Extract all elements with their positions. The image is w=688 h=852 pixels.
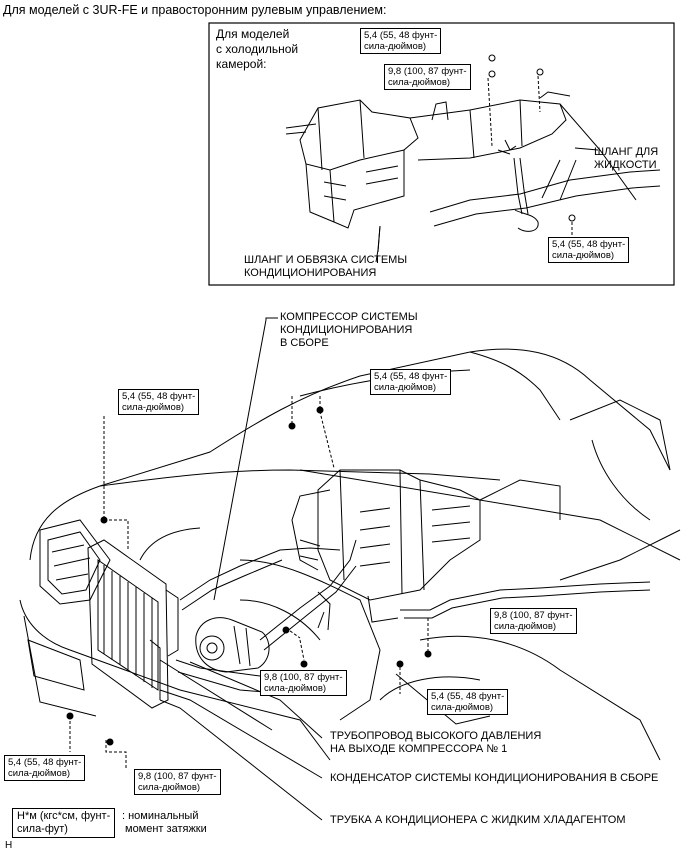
inset-frame: [208, 22, 675, 286]
hvac-unit-drawing: [291, 469, 651, 631]
callout-line: ЖИДКОСТИ: [594, 159, 657, 171]
torque-unit: сила-дюймов): [374, 382, 437, 393]
torque-spec-box: 5,4 (55, 48 фунт- сила-дюймов): [4, 755, 86, 781]
torque-unit: сила-дюймов): [552, 250, 615, 261]
callout-line: В СБОРЕ: [280, 337, 329, 349]
legend-unit-line: сила-фут): [17, 823, 68, 835]
inset-title-line: камерой:: [216, 57, 267, 71]
torque-unit: сила-дюймов): [431, 702, 494, 713]
figure-mark: H: [5, 840, 13, 851]
callout-condenser: КОНДЕНСАТОР СИСТЕМЫ КОНДИЦИОНИРОВАНИЯ В …: [330, 772, 659, 784]
torque-unit: сила-дюймов): [8, 768, 71, 779]
torque-value: 5,4 (55, 48 фунт-: [431, 691, 505, 702]
locator-lines: [69, 396, 429, 770]
inset-title-line: Для моделей: [216, 27, 290, 41]
torque-unit: сила-дюймов): [138, 782, 201, 793]
torque-spec-box: 5,4 (55, 48 фунт- сила-дюймов): [548, 237, 630, 263]
callout-line: КОНДИЦИОНИРОВАНИЯ: [280, 324, 413, 336]
torque-spec-box: 5,4 (55, 48 фунт- сила-дюймов): [370, 369, 452, 395]
callout-line: ТРУБОПРОВОД ВЫСОКОГО ДАВЛЕНИЯ: [330, 730, 542, 742]
torque-unit: сила-дюймов): [264, 683, 327, 694]
bolts: [66, 406, 432, 746]
torque-spec-box: 9,8 (100, 87 фунт- сила-дюймов): [260, 670, 347, 696]
torque-value: 5,4 (55, 48 фунт-: [552, 239, 626, 250]
torque-unit: сила-дюймов): [494, 621, 557, 632]
legend-desc-line: момент затяжки: [125, 823, 207, 835]
torque-unit: сила-дюймов): [364, 41, 427, 52]
torque-unit: сила-дюймов): [388, 77, 451, 88]
legend-unit-box: Н*м (кгс*см, фунт- сила-фут): [12, 808, 116, 838]
vehicle-drawing: [19, 348, 681, 761]
condenser-drawing: [87, 539, 179, 709]
callout-line: ШЛАНГ И ОБВЯЗКА СИСТЕМЫ: [244, 254, 408, 266]
torque-spec-box: 9,8 (100, 87 фунт- сила-дюймов): [134, 769, 221, 795]
callout-line: КОНДИЦИОНИРОВАНИЯ: [244, 267, 377, 279]
torque-value: 5,4 (55, 48 фунт-: [8, 757, 82, 768]
torque-value: 5,4 (55, 48 фунт-: [374, 371, 448, 382]
callout-line: КОМПРЕССОР СИСТЕМЫ: [280, 311, 418, 323]
page-heading: Для моделей с 3UR-FE и правосторонним ру…: [3, 3, 387, 17]
legend-unit-line: Н*м (кгс*см, фунт-: [17, 810, 111, 822]
torque-unit: сила-дюймов): [122, 402, 185, 413]
torque-spec-box: 9,8 (100, 87 фунт- сила-дюймов): [490, 608, 577, 634]
torque-spec-box: 5,4 (55, 48 фунт- сила-дюймов): [118, 389, 200, 415]
inset-title-line: с холодильной: [216, 42, 299, 56]
torque-value: 5,4 (55, 48 фунт-: [122, 391, 196, 402]
torque-spec-box: 9,8 (100, 87 фунт- сила-дюймов): [384, 64, 471, 90]
legend-desc-line: : номинальный: [122, 810, 199, 822]
callout-line: НА ВЫХОДЕ КОМПРЕССОРА № 1: [330, 743, 508, 755]
torque-value: 9,8 (100, 87 фунт-: [264, 672, 343, 683]
torque-value: 9,8 (100, 87 фунт-: [494, 610, 573, 621]
callout-line: ШЛАНГ ДЛЯ: [594, 146, 659, 158]
torque-value: 9,8 (100, 87 фунт-: [138, 771, 217, 782]
leader-lines: [159, 159, 577, 821]
torque-value: 5,4 (55, 48 фунт-: [364, 30, 438, 41]
torque-spec-box: 5,4 (55, 48 фунт- сила-дюймов): [360, 28, 442, 54]
callout-liquid-tube: ТРУБКА А КОНДИЦИОНЕРА С ЖИДКИМ ХЛАДАГЕНТ…: [330, 814, 626, 826]
torque-spec-box: 5,4 (55, 48 фунт- сила-дюймов): [427, 689, 509, 715]
torque-value: 9,8 (100, 87 фунт-: [388, 66, 467, 77]
